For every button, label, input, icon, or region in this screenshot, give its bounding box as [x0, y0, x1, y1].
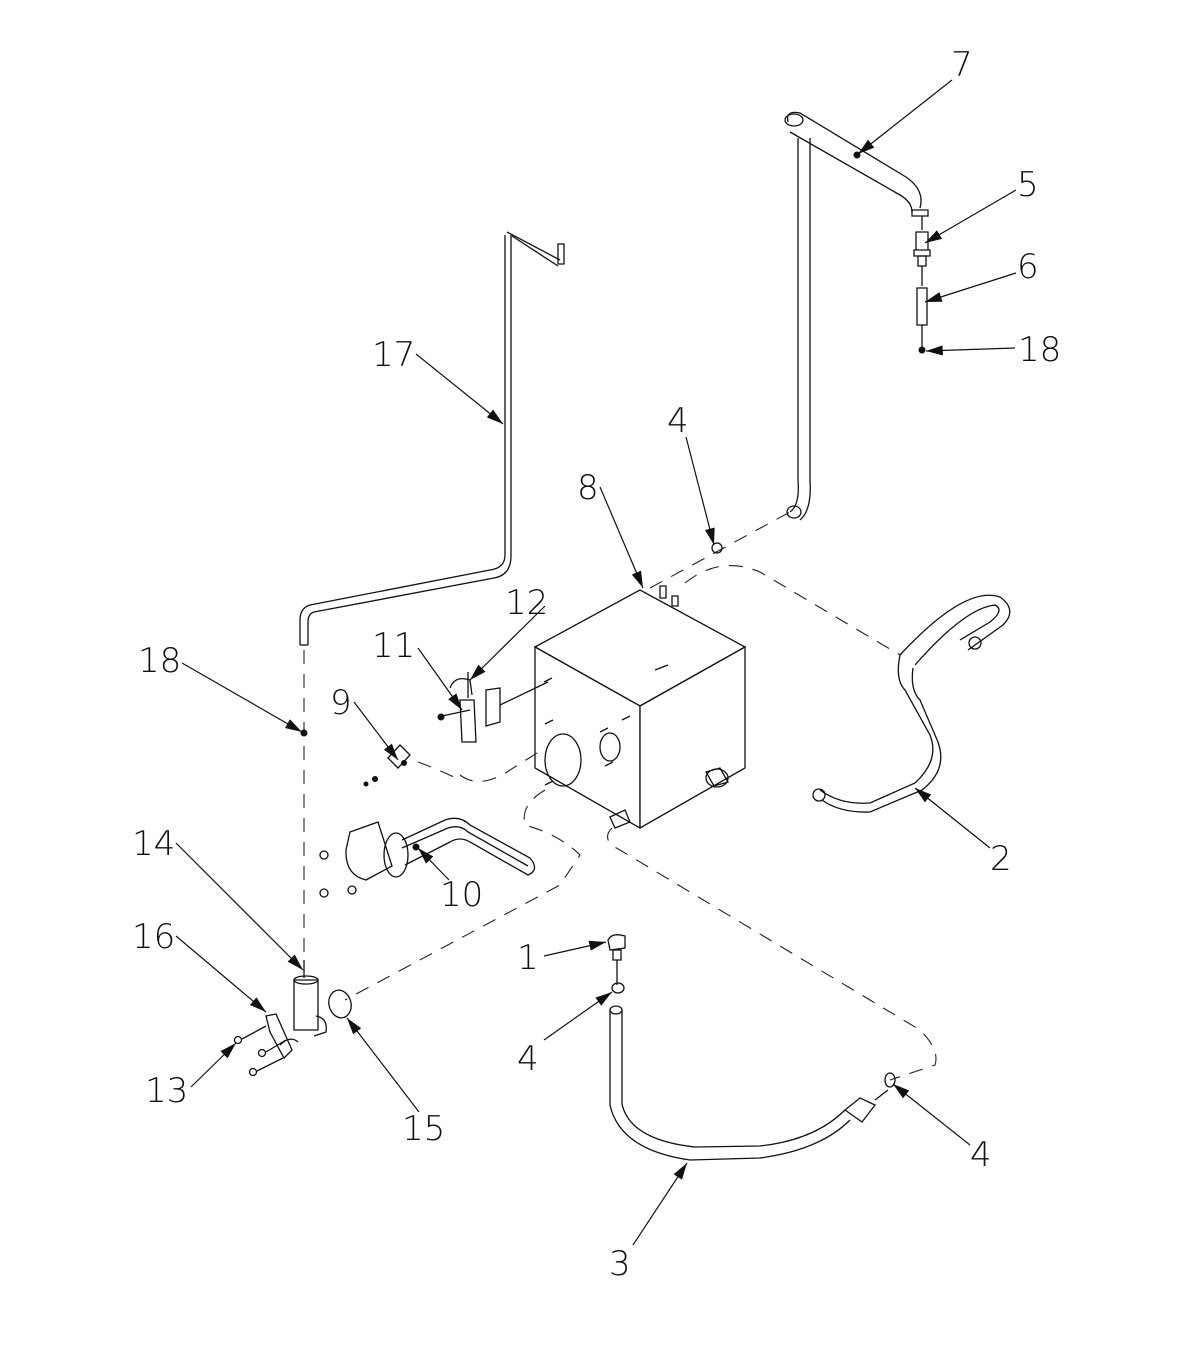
callout-9: 9	[330, 683, 352, 723]
callout-8: 8	[577, 468, 599, 508]
part-7-tube	[784, 111, 929, 521]
leader-6	[924, 272, 1017, 303]
leader-4-top	[685, 436, 715, 546]
part-4-clamp-upper	[711, 542, 723, 554]
part-4-clamp-top	[611, 982, 625, 994]
leader-8	[599, 486, 644, 589]
leader-10	[417, 847, 450, 881]
leader-18-top	[925, 345, 1016, 356]
leader-2	[914, 787, 991, 849]
callout-6: 6	[1017, 247, 1039, 287]
leader-16	[175, 935, 267, 1013]
part-3-hose	[609, 1005, 889, 1161]
callout-labels: 7 5 6 18 17 4 8 12 11 18 9 2 14 10 16 1 …	[132, 45, 1061, 1284]
part-12-wire	[449, 672, 473, 698]
part-17-tube	[299, 231, 565, 646]
leader-12	[469, 605, 546, 681]
callout-7: 7	[951, 45, 973, 85]
callout-11: 11	[372, 626, 415, 666]
leader-14	[175, 842, 304, 971]
callout-10: 10	[440, 875, 483, 915]
callout-18-left: 18	[138, 641, 181, 681]
leader-1	[543, 940, 607, 957]
callout-13: 13	[145, 1071, 188, 1111]
tank-studs	[543, 677, 631, 786]
callout-4-left: 4	[517, 1039, 539, 1079]
part-18-fitting	[300, 729, 308, 737]
callout-5: 5	[1017, 165, 1039, 205]
part-16-bracket	[265, 1013, 299, 1060]
part-9-thermostat	[363, 744, 411, 787]
callout-2: 2	[990, 839, 1012, 879]
part-2-hose	[812, 594, 1011, 813]
callout-15: 15	[402, 1109, 445, 1149]
leader-17	[415, 353, 504, 425]
leader-18-left	[181, 662, 303, 733]
part-6-sleeve	[916, 266, 928, 354]
part-10-heating-element	[319, 817, 536, 898]
part-15-o-ring	[328, 989, 352, 1019]
part-14-pump	[293, 960, 327, 1037]
part-11-switch	[437, 681, 549, 743]
part-1-cap	[607, 934, 626, 985]
leader-13	[190, 1042, 237, 1088]
leader-7	[857, 79, 953, 155]
callout-17: 17	[372, 335, 415, 375]
leader-lines	[175, 79, 1017, 1246]
leader-9	[353, 701, 399, 761]
callout-1: 1	[517, 938, 539, 978]
leader-4-right	[892, 1083, 971, 1146]
part-8-tank	[533, 585, 747, 830]
callout-12: 12	[505, 583, 548, 623]
routing-lines	[344, 511, 937, 1081]
callout-16: 16	[132, 917, 175, 957]
leader-4-left	[543, 991, 613, 1041]
leader-11	[417, 647, 463, 711]
leader-5	[924, 189, 1017, 244]
callout-18-top: 18	[1018, 330, 1061, 370]
part-4-clamp-right	[884, 1072, 896, 1088]
callout-3: 3	[609, 1244, 631, 1284]
leader-15	[346, 1017, 420, 1113]
callout-4-top: 4	[667, 401, 689, 441]
part-13-nuts	[233, 1025, 287, 1077]
callout-4-right: 4	[970, 1135, 992, 1175]
callout-14: 14	[132, 824, 175, 864]
leader-3	[632, 1162, 688, 1246]
